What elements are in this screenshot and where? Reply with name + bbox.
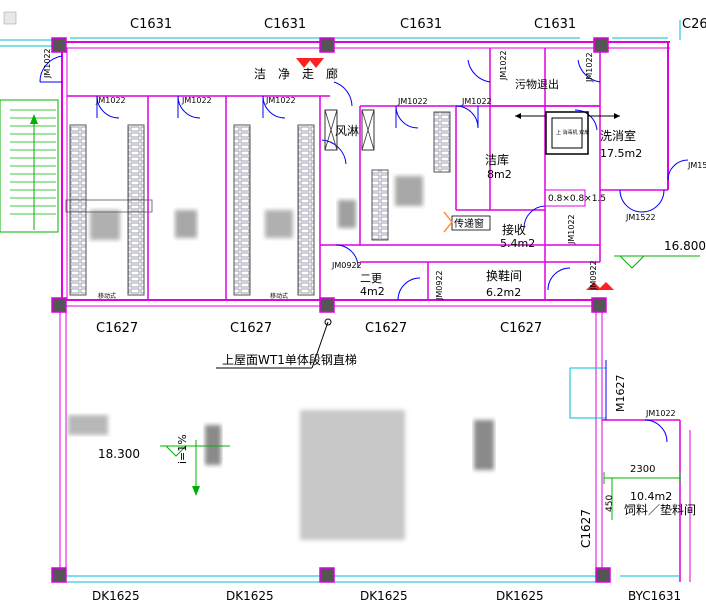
slope-label: i=1%	[176, 434, 189, 464]
equipment-labels: 0.8×0.8×1.5 上 消毒机 双扉 移动式 移动式	[98, 129, 606, 300]
room-area-feed: 10.4m2	[630, 490, 672, 503]
washer-inner-label: 上 消毒机 双扉	[556, 129, 589, 136]
door-label: JM1022	[567, 214, 576, 245]
room-area-shoe-change: 6.2m2	[486, 286, 521, 299]
stairwell	[0, 11, 60, 233]
window-label: DK1625	[226, 589, 274, 602]
window-labels-mid: C1627 C1627 C1627 C1627	[96, 321, 542, 336]
window-label: C1631	[130, 17, 172, 32]
room-name-receive: 接收	[502, 222, 526, 237]
window-label: DK1625	[92, 589, 140, 602]
door-label: JM1522	[625, 213, 656, 222]
window-label-lower-right: C1627	[579, 509, 593, 548]
slope-arrow-icon	[192, 486, 200, 496]
door-label: JM0922	[589, 260, 598, 291]
elevation-left: 18.300	[98, 447, 140, 461]
room-area-wash: 17.5m2	[600, 147, 642, 160]
window-label: C1627	[500, 321, 542, 336]
door-label: JM1022	[585, 52, 594, 83]
room-name-clean-store: 洁库	[485, 152, 509, 167]
door-label: JM1022	[499, 50, 508, 81]
stair-note-leader	[216, 318, 332, 369]
column	[591, 297, 607, 313]
window-label: C1631	[264, 17, 306, 32]
washer-unit	[65, 111, 620, 213]
room-name-wash: 洗消室	[600, 128, 636, 143]
window-label: C1627	[365, 321, 407, 336]
blurred-equipment	[68, 176, 494, 540]
door-label: JM1022	[397, 97, 428, 106]
door-label: JM0922	[331, 261, 362, 270]
column	[51, 567, 67, 583]
room-name-dirty-exit: 污物退出	[515, 77, 559, 91]
room-labels: 洁 净 走 廊 风淋 污物退出 洗消室 17.5m2 洁库 8m2 接收 5.4…	[254, 66, 696, 517]
column	[593, 37, 609, 53]
column	[51, 297, 67, 313]
room-area-clean-store: 8m2	[487, 168, 512, 181]
window-labels-bottom: DK1625 DK1625 DK1625 DK1625 BYC1631	[92, 589, 681, 602]
room-name-feed: 饲料／垫料间	[624, 502, 696, 517]
door-labels: JM1022 JM1022 JM1022 JM1022 JM1022 JM102…	[43, 48, 706, 418]
stair-up-arrow-icon	[30, 114, 38, 124]
hatch-markers	[296, 58, 614, 290]
cart-label: 移动式	[270, 292, 288, 300]
air-shower-unit	[324, 109, 375, 151]
exterior-walls	[60, 41, 670, 307]
column	[319, 567, 335, 583]
window-label: C1627	[230, 321, 272, 336]
cart-label: 移动式	[98, 292, 116, 300]
room-area-receive: 5.4m2	[500, 237, 535, 250]
door-label: JM1022	[181, 96, 212, 105]
door-label: JM0922	[435, 270, 444, 301]
door-label: M1627	[614, 375, 627, 413]
elevation-markers	[160, 255, 700, 490]
column	[319, 37, 335, 53]
cage-racks	[69, 111, 451, 296]
room-name-shoe-change: 换鞋间	[486, 268, 522, 283]
window-labels-top: C1631 C1631 C1631 C1631 C263	[130, 17, 706, 32]
pass-box	[443, 211, 491, 233]
door-label: JM1022	[43, 48, 52, 79]
window-label: C1631	[400, 17, 442, 32]
dimension-450: 450	[605, 495, 615, 512]
stair-note: 上屋面WT1单体段钢直梯	[222, 352, 357, 367]
window-label: C263	[682, 17, 706, 32]
annotation-labels: 上屋面WT1单体段钢直梯 16.800 18.300 i=1% 2300 450…	[98, 239, 706, 548]
window-label: DK1625	[496, 589, 544, 602]
elevation-right: 16.800	[664, 239, 706, 253]
column	[595, 567, 611, 583]
room-name-corridor: 洁 净 走 廊	[254, 66, 338, 81]
window-label: C1631	[534, 17, 576, 32]
structural-columns	[51, 37, 611, 583]
room-name-pass-box: 传递窗	[454, 217, 484, 230]
room-name-change2: 二更	[360, 272, 382, 285]
column	[51, 37, 67, 53]
window-label: BYC1631	[628, 589, 681, 602]
room-area-change2: 4m2	[360, 285, 385, 298]
window-label: DK1625	[360, 589, 408, 602]
dimension-2300: 2300	[630, 464, 655, 475]
door-label: JM152	[687, 161, 706, 170]
column	[319, 297, 335, 313]
door-label: JM1022	[461, 97, 492, 106]
washer-dimension-label: 0.8×0.8×1.5	[548, 194, 606, 204]
window-label: C1627	[96, 321, 138, 336]
door-label: JM1022	[645, 409, 676, 418]
dimension-lines	[603, 472, 681, 520]
door-label: JM1022	[95, 96, 126, 105]
top-windows	[70, 20, 681, 40]
door-label: JM1022	[265, 96, 296, 105]
room-name-air-shower: 风淋	[335, 124, 359, 138]
